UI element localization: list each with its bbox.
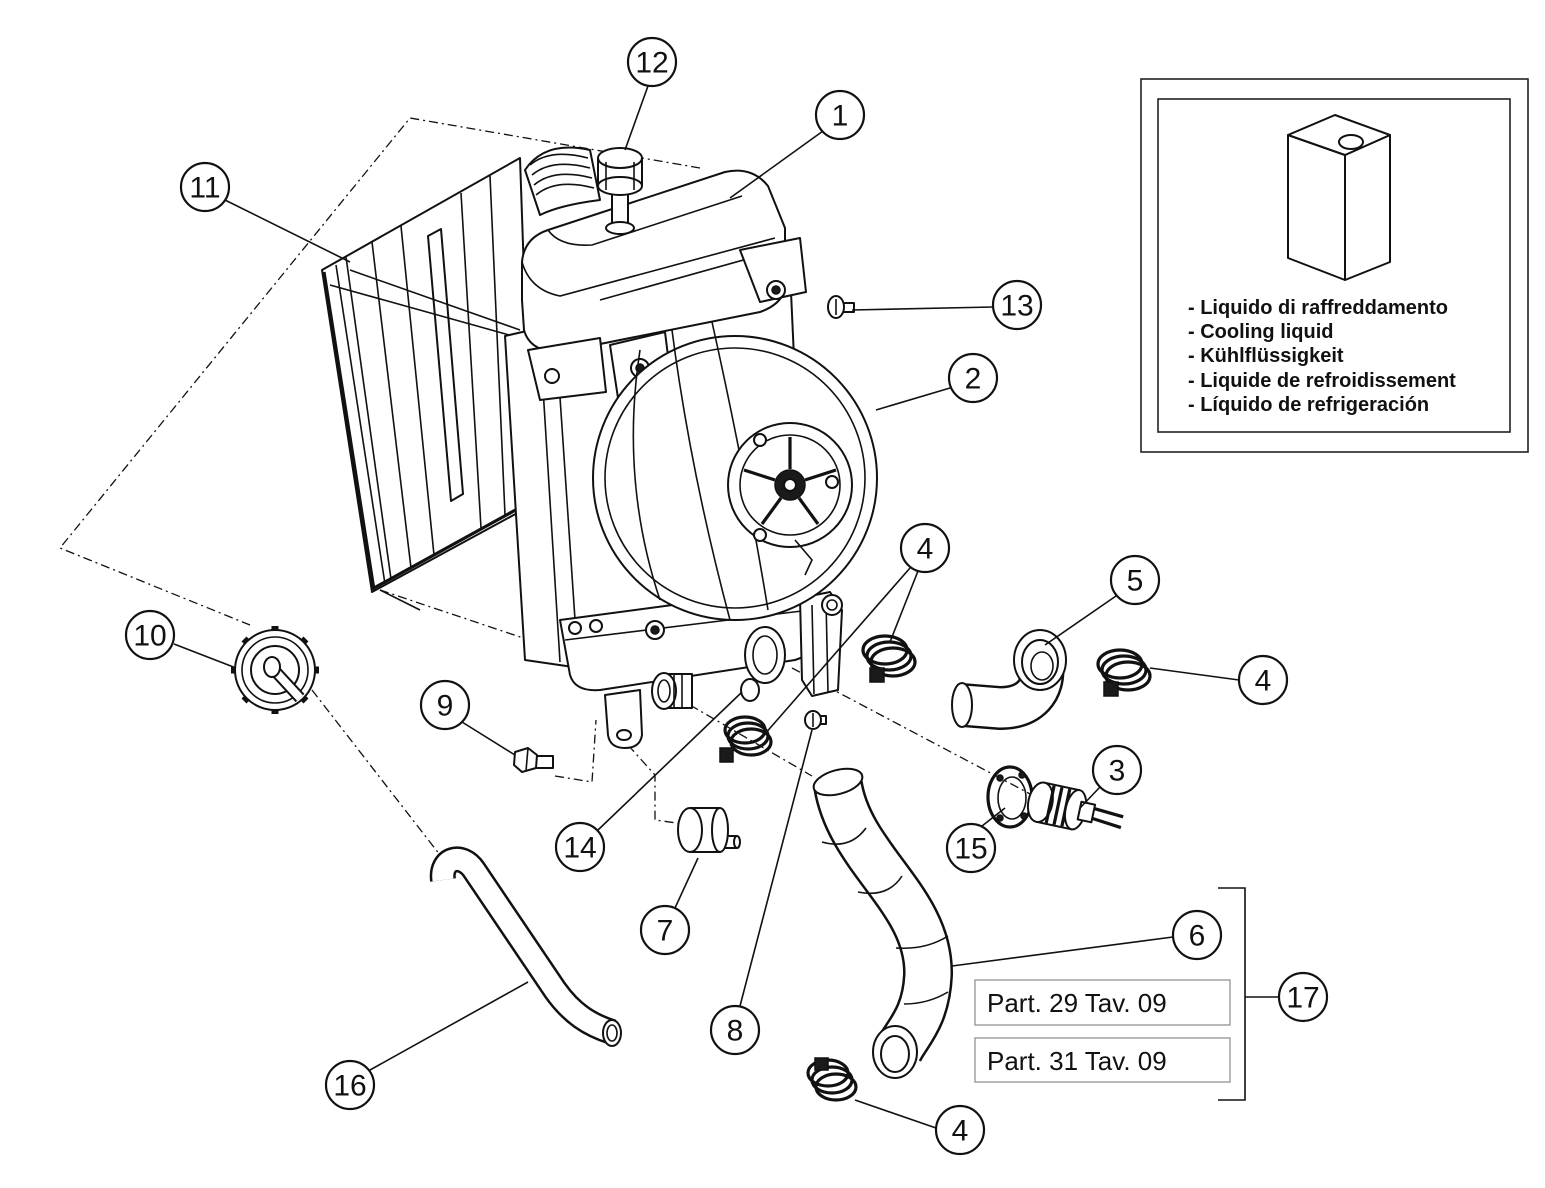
callout-label: 1 xyxy=(832,100,849,133)
callout-5: 5 xyxy=(1109,554,1161,606)
callout-13: 13 xyxy=(991,279,1043,331)
callout-4: 4 xyxy=(899,522,951,574)
leader-lines xyxy=(173,85,1279,1129)
callout-10: 10 xyxy=(124,609,176,661)
callout-6: 6 xyxy=(1171,909,1223,961)
mount-hole xyxy=(568,621,582,635)
screw-13 xyxy=(827,295,855,319)
callout-1: 1 xyxy=(814,89,866,141)
callout-17: 17 xyxy=(1277,971,1329,1023)
reference-label: Part. 29 Tav. 09 xyxy=(987,988,1167,1018)
fan-connector xyxy=(799,591,843,697)
rubber-bumper xyxy=(677,807,741,853)
lower-hose xyxy=(812,767,953,1079)
o-ring xyxy=(740,678,760,702)
mount-hole xyxy=(544,368,560,384)
legend-line-italian: - Liquido di raffreddamento xyxy=(1188,297,1448,319)
callout-label: 4 xyxy=(952,1115,969,1148)
callout-label: 17 xyxy=(1286,982,1319,1015)
expansion-tank-cap xyxy=(231,626,319,714)
legend-line-french: - Liquide de refroidissement xyxy=(1188,370,1456,392)
elbow-hose xyxy=(951,629,1067,731)
callout-label: 10 xyxy=(133,620,166,653)
callout-2: 2 xyxy=(947,352,999,404)
part-reference-31: Part. 31 Tav. 09 xyxy=(974,1037,1231,1083)
screw-8 xyxy=(804,710,827,730)
callout-4: 4 xyxy=(1237,654,1289,706)
callout-7: 7 xyxy=(639,904,691,956)
radiator-outlet-pipe xyxy=(651,672,693,710)
callout-14: 14 xyxy=(554,821,606,873)
callout-label: 13 xyxy=(1000,290,1033,323)
callout-3: 3 xyxy=(1091,744,1143,796)
hose-clamp xyxy=(806,1057,858,1102)
callout-9: 9 xyxy=(419,679,471,731)
callout-label: 8 xyxy=(727,1015,744,1048)
callout-16: 16 xyxy=(324,1059,376,1111)
callout-label: 4 xyxy=(917,533,934,566)
fan-hub-spokes xyxy=(743,437,837,525)
radiator-filler-neck xyxy=(524,146,601,216)
callout-8: 8 xyxy=(709,1004,761,1056)
cooling-fan xyxy=(592,321,878,621)
callout-label: 3 xyxy=(1109,755,1126,788)
callout-label: 15 xyxy=(954,833,987,866)
callout-label: 12 xyxy=(635,47,668,80)
callout-label: 11 xyxy=(189,172,220,205)
callout-label: 16 xyxy=(333,1070,366,1103)
hose-clamp xyxy=(719,715,773,763)
callout-15: 15 xyxy=(945,822,997,874)
legend-line-spanish: - Líquido de refrigeración xyxy=(1188,394,1429,416)
overflow-hose xyxy=(429,846,622,1047)
hose-clamp xyxy=(1096,648,1152,697)
callout-11: 11 xyxy=(179,161,231,213)
callout-label: 7 xyxy=(657,915,674,948)
coolant-container-icon xyxy=(1287,114,1391,281)
callout-label: 2 xyxy=(965,363,982,396)
callout-4: 4 xyxy=(934,1104,986,1156)
side-deflector-panel xyxy=(321,157,533,611)
legend-line-german: - Kühlflüssigkeit xyxy=(1188,345,1344,367)
callout-label: 5 xyxy=(1127,565,1144,598)
legend-line-english: - Cooling liquid xyxy=(1188,321,1334,343)
temperature-sensor xyxy=(1026,781,1124,831)
callout-label: 6 xyxy=(1189,920,1206,953)
callout-12: 12 xyxy=(626,36,678,88)
radiator-cap xyxy=(597,147,643,235)
drain-bolt xyxy=(513,747,554,773)
hose-clamp xyxy=(861,634,917,683)
sensor-gasket xyxy=(986,765,1034,829)
callout-label: 9 xyxy=(437,690,454,723)
callout-label: 4 xyxy=(1255,665,1272,698)
coolant-legend: - Liquido di raffreddamento - Cooling li… xyxy=(1140,78,1529,453)
reference-label: Part. 31 Tav. 09 xyxy=(987,1046,1167,1076)
mount-hole xyxy=(589,619,603,633)
callout-label: 14 xyxy=(563,832,596,865)
part-reference-29: Part. 29 Tav. 09 xyxy=(974,979,1231,1026)
